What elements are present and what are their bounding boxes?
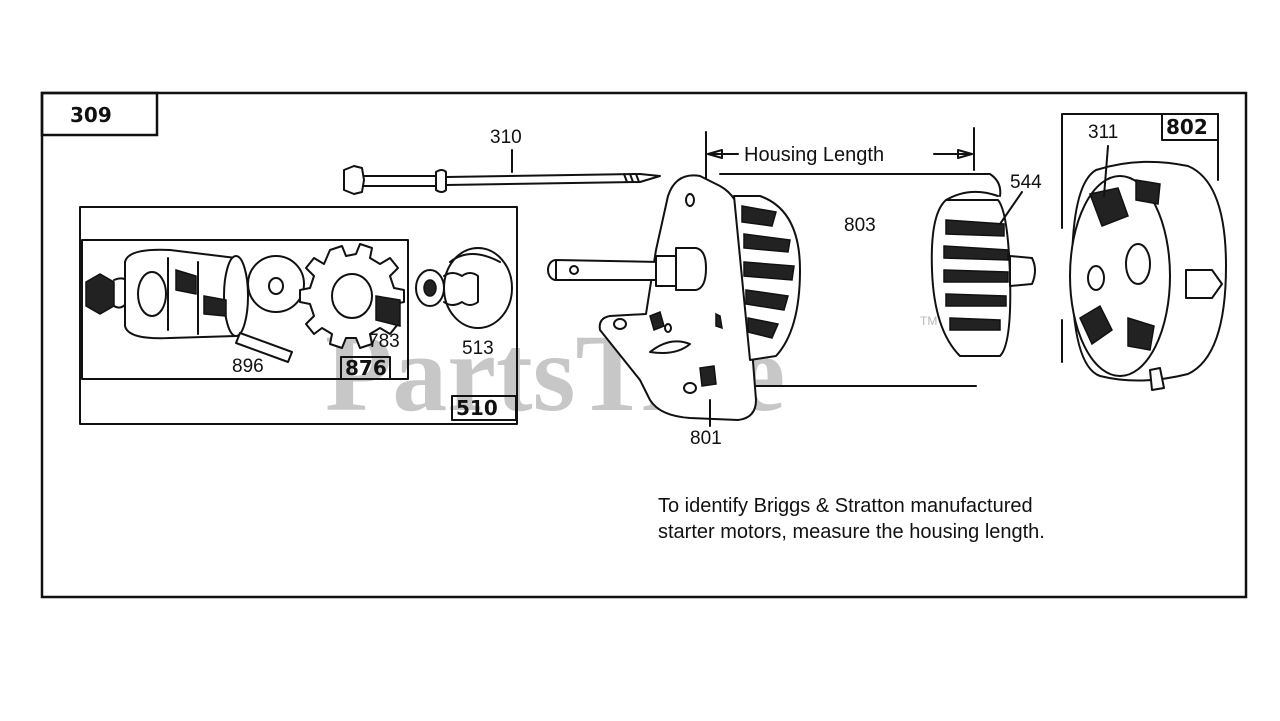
note-line-2: starter motors, measure the housing leng… [658, 521, 1045, 543]
end-cap-box-802: 802 [1061, 113, 1219, 363]
armature-windings[interactable] [733, 195, 801, 361]
callout-896: 896 [232, 356, 264, 377]
callout-544: 544 [1010, 172, 1042, 193]
note-line-1: To identify Briggs & Stratton manufactur… [658, 495, 1033, 517]
leader-544 [999, 191, 1023, 225]
callout-783: 783 [368, 331, 400, 352]
housing-803[interactable] [719, 173, 1002, 387]
drive-assembly-box-510 [79, 206, 518, 425]
callout-803: 803 [844, 215, 876, 236]
callout-311: 311 [1088, 122, 1118, 143]
brush-end-cap[interactable] [1069, 160, 1227, 391]
callout-802: 802 [1166, 115, 1208, 139]
label-box-510: 510 [451, 395, 517, 421]
housing-length-dimension: Housing Length [705, 127, 975, 179]
diagram-frame [40, 91, 1248, 599]
clutch-513[interactable] [415, 247, 513, 329]
callout-801: 801 [690, 428, 722, 449]
pin-896[interactable] [235, 332, 293, 363]
svg-text:876: 876 [345, 356, 387, 380]
svg-text:510: 510 [456, 396, 498, 420]
watermark-trademark: TM [920, 314, 937, 328]
group-label: 309 [70, 103, 112, 127]
label-box-876: 876 [340, 356, 391, 380]
drive-barrel[interactable] [124, 248, 249, 340]
washer[interactable] [247, 255, 305, 313]
group-label-box: 309 [40, 91, 159, 137]
drive-subassembly-box-876 [81, 239, 409, 380]
callout-513: 513 [462, 338, 494, 359]
leader-311 [1103, 145, 1109, 197]
housing-length-label: Housing Length [744, 144, 884, 166]
callout-310: 310 [490, 127, 522, 148]
armature-shaft[interactable] [547, 247, 707, 291]
gear-783[interactable] [299, 243, 405, 349]
commutator-544[interactable] [930, 199, 1036, 357]
drive-end-cap-801[interactable] [598, 174, 757, 421]
through-bolt-310[interactable] [343, 165, 661, 195]
